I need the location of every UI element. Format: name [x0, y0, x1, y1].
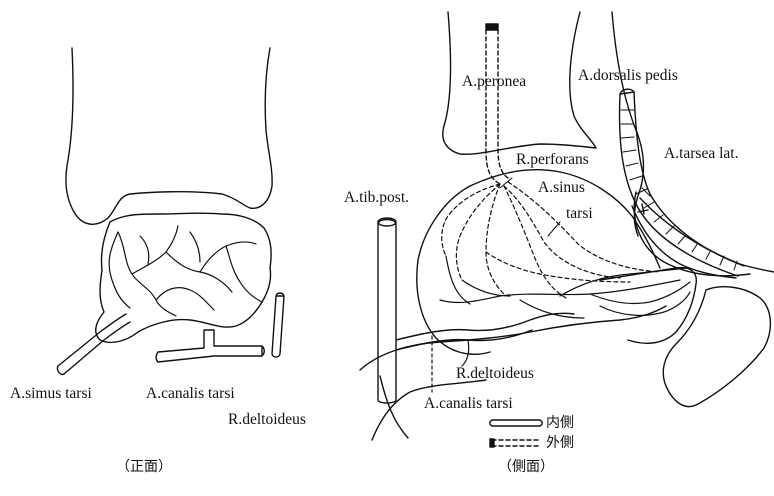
- front-tibia: [66, 48, 272, 224]
- side-view-drawing: [360, 12, 774, 447]
- legend-lateral-symbol: [492, 440, 540, 446]
- label-front-canalis-tarsi: A.canalis tarsi: [146, 386, 235, 402]
- side-tibpost-vessel: [378, 220, 396, 404]
- side-medial-branch: [396, 313, 574, 350]
- side-peronea-vessel: [486, 30, 508, 184]
- front-sinus-vessel: [58, 314, 130, 374]
- side-dorsalis-vessel: [620, 92, 744, 276]
- front-vessels: [109, 226, 262, 316]
- front-talus: [96, 213, 271, 342]
- front-view-drawing: [57, 48, 284, 374]
- side-perforans-branches: [442, 182, 660, 298]
- legend-symbols: [490, 420, 543, 447]
- label-front-deltoideus: R.deltoideus: [228, 412, 306, 428]
- label-side-peronea: A.peronea: [462, 74, 526, 90]
- front-deltoideus-vessel: [272, 293, 284, 357]
- label-side-sinus-line1: A.sinus: [538, 180, 585, 196]
- caption-front-view: （正面）: [116, 460, 172, 474]
- front-canalis-vessel: [156, 330, 264, 362]
- caption-side-view: （側面）: [498, 460, 554, 474]
- label-side-perforans: R.perforans: [516, 152, 589, 168]
- side-inner-vessels: [440, 256, 690, 318]
- front-sinus-cap: [57, 366, 64, 374]
- label-side-sinus-line2: tarsi: [566, 206, 593, 222]
- label-side-tarsea-lat: A.tarsea lat.: [664, 146, 738, 162]
- legend-medial-symbol: [490, 420, 543, 426]
- legend-medial-label: 内側: [546, 416, 574, 430]
- label-side-tib-post: A.tib.post.: [344, 190, 409, 206]
- label-side-deltoideus: R.deltoideus: [456, 366, 534, 382]
- legend-lateral-label: 外側: [546, 436, 574, 450]
- label-front-sinus-tarsi: A.simus tarsi: [10, 386, 92, 402]
- side-dorsalis-hatch: [621, 110, 737, 270]
- label-side-canalis-tarsi: A.canalis tarsi: [424, 396, 513, 412]
- legend-lateral-cap: [490, 439, 494, 447]
- side-peronea-cap: [486, 24, 498, 30]
- label-side-dorsalis-pedis: A.dorsalis pedis: [578, 68, 678, 84]
